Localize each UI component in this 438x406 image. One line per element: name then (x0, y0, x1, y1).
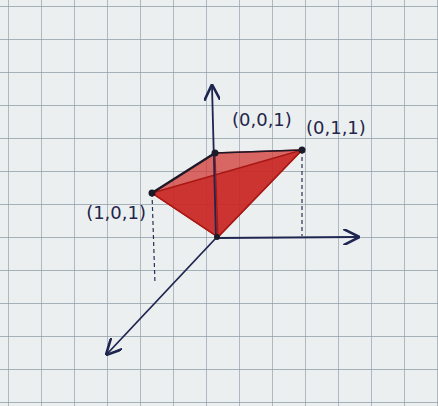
point-label: (1,0,1) (86, 203, 146, 223)
point-label: (0,1,1) (306, 118, 366, 138)
point-label: (0,0,1) (232, 110, 292, 130)
x-axis (107, 238, 216, 354)
edge-line (152, 153, 215, 193)
shaded-face (152, 150, 302, 237)
guide-line (152, 193, 155, 284)
point (149, 190, 156, 197)
guide-line (301, 150, 302, 236)
y-axis (216, 237, 358, 238)
origin-point (214, 234, 220, 240)
shaded-region (152, 150, 302, 237)
edge-line (215, 150, 302, 153)
z-axis (212, 86, 216, 238)
point (299, 147, 306, 154)
point (212, 150, 219, 157)
